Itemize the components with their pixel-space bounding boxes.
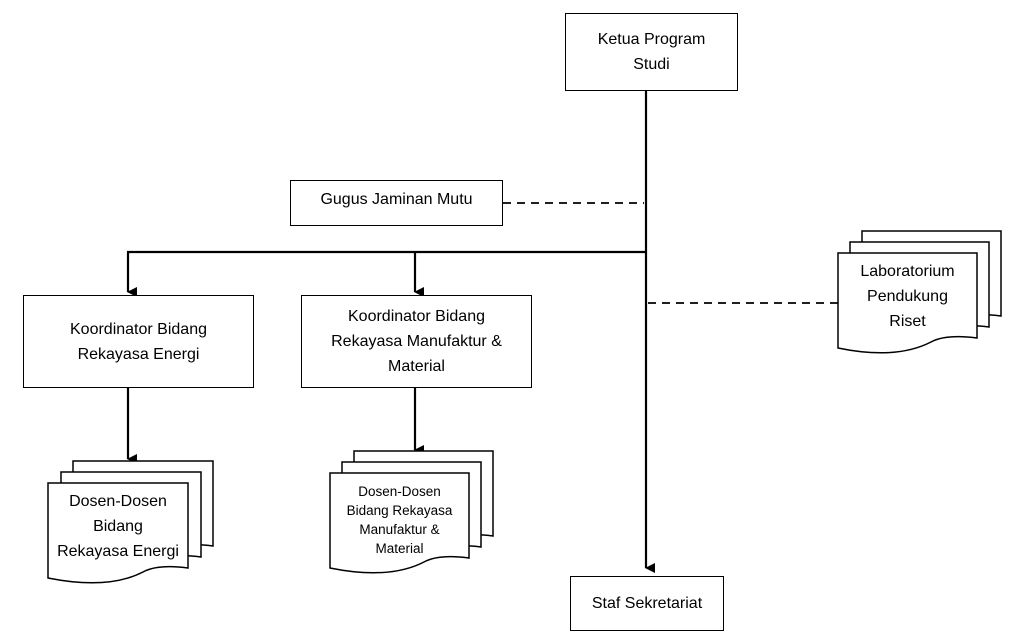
gugus-label: Gugus Jaminan Mutu	[320, 190, 473, 208]
dosen-energi-line-3: Rekayasa Energi	[57, 542, 179, 560]
dosen-manufaktur-line-3: Manufaktur &	[359, 522, 440, 537]
dosen-energi-line-1: Dosen-Dosen	[69, 492, 167, 510]
koordinator-manufaktur-line-3: Material	[388, 358, 445, 375]
laboratorium-line-3: Riset	[889, 312, 926, 330]
ketua-line-2: Studi	[633, 56, 670, 73]
dosen-manufaktur-line-2: Bidang Rekayasa	[346, 503, 453, 518]
koordinator-manufaktur-box: Koordinator Bidang Rekayasa Manufaktur &…	[301, 295, 532, 388]
dosen-manufaktur-line-4: Material	[375, 541, 424, 556]
ketua-line-1: Ketua Program	[597, 31, 706, 48]
koordinator-manufaktur-line-2: Rekayasa Manufaktur &	[331, 333, 502, 350]
dosen-energi-line-2: Bidang	[93, 517, 143, 535]
dosen-energi-doc-shape	[47, 460, 214, 584]
koordinator-manufaktur-line-1: Koordinator Bidang	[348, 308, 485, 325]
staf-label: Staf Sekretariat	[591, 595, 703, 612]
laboratorium-line-1: Laboratorium	[860, 262, 955, 280]
dosen-manufaktur-label: Dosen-Dosen Bidang Rekayasa Manufaktur &…	[330, 478, 469, 562]
staf-sekretariat-box: Staf Sekretariat	[570, 576, 724, 631]
dosen-manufaktur-line-1: Dosen-Dosen	[358, 484, 441, 499]
koordinator-energi-line-1: Koordinator Bidang	[70, 320, 207, 338]
koordinator-energi-line-2: Rekayasa Energi	[77, 345, 200, 363]
laboratorium-label: Laboratorium Pendukung Riset	[838, 256, 977, 336]
dosen-manufaktur-doc-shape	[329, 450, 494, 574]
dosen-energi-label: Dosen-Dosen Bidang Rekayasa Energi	[48, 486, 188, 566]
ketua-program-studi-box: Ketua Program Studi	[565, 13, 738, 91]
laboratorium-doc-shape	[837, 230, 1002, 354]
gugus-jaminan-mutu-box: Gugus Jaminan Mutu	[290, 180, 503, 226]
koordinator-energi-box: Koordinator Bidang Rekayasa Energi	[23, 295, 254, 388]
laboratorium-line-2: Pendukung	[867, 287, 948, 305]
